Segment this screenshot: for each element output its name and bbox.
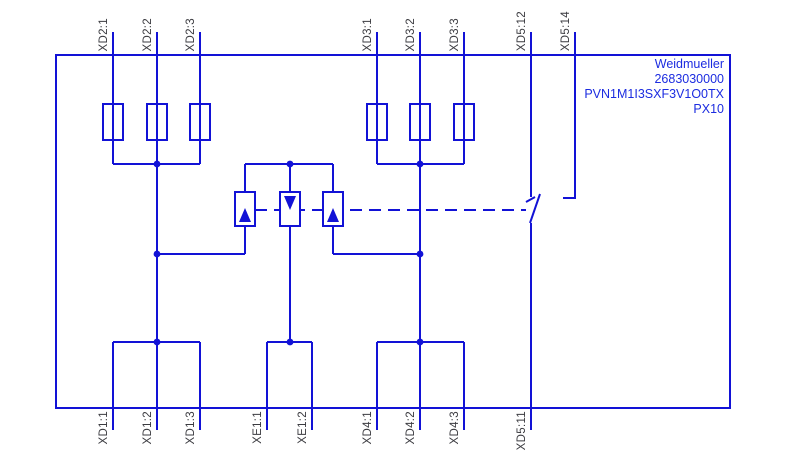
junction-dots [153,160,424,346]
fuse-icon [453,103,475,141]
junction-dot [153,160,161,168]
junction-dot [153,250,161,258]
fuse-icon [146,103,168,141]
terminal-label-xd3-1: XD3:1 [362,17,374,51]
junction-dot [286,160,294,168]
arrester-symbols [234,191,344,227]
fuse-icon [102,103,124,141]
device-info: Weidmueller 2683030000 PVN1M1I3SXF3V1O0T… [584,57,724,117]
connection-wires [112,164,532,430]
device-series: PX10 [693,102,724,116]
switch-blade [529,193,541,224]
terminal-label-xd3-3: XD3:3 [449,17,461,51]
terminal-label-xd1-2: XD1:2 [142,411,154,445]
terminal-label-xd3-2: XD3:2 [405,17,417,51]
terminal-label-xd5-11: XD5:11 [516,411,528,451]
terminal-label-xd2-2: XD2:2 [142,17,154,51]
terminal-label-xd4-2: XD4:2 [405,411,417,445]
arrester-right-icon [322,191,344,227]
terminal-label-xd4-1: XD4:1 [362,411,374,445]
terminal-label-xd2-1: XD2:1 [98,17,110,51]
fuse-icon [409,103,431,141]
fuse-icon [366,103,388,141]
arrester-left-icon [234,191,256,227]
junction-dot [416,250,424,258]
terminal-label-xe1-2: XE1:2 [297,411,309,444]
terminal-label-xd5-14: XD5:14 [560,10,572,51]
terminal-label-xe1-1: XE1:1 [252,411,264,444]
device-brand: Weidmueller [654,57,724,71]
junction-dot [416,160,424,168]
remote-contact-switch [525,193,541,224]
junction-dot [416,338,424,346]
fuse-symbols [102,103,475,141]
device-article-number: 2683030000 [654,72,724,86]
device-outline [55,54,731,409]
arrester-middle-icon [279,191,301,227]
junction-dot [153,338,161,346]
terminal-label-xd1-1: XD1:1 [98,411,110,445]
junction-dot [286,338,294,346]
device-type-code: PVN1M1I3SXF3V1O0TX [584,87,724,101]
terminal-label-xd5-12: XD5:12 [516,10,528,51]
top-terminal-wires [112,32,576,199]
switch-contact-tick [525,196,536,203]
terminal-label-xd4-3: XD4:3 [449,411,461,445]
fuse-icon [189,103,211,141]
terminal-label-xd2-3: XD2:3 [185,17,197,51]
terminal-label-xd1-3: XD1:3 [185,411,197,445]
